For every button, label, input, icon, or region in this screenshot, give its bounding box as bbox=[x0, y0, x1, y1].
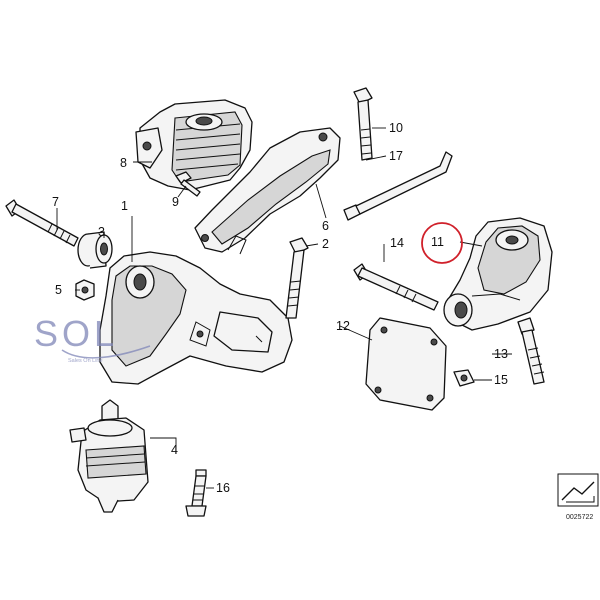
callout-2: 2 bbox=[322, 237, 329, 251]
callout-5: 5 bbox=[55, 283, 62, 297]
highlight-circle bbox=[421, 222, 463, 264]
part-5-nut bbox=[75, 279, 95, 301]
sol-watermark-logo: SOL Sales On Line bbox=[34, 313, 151, 364]
callout-17: 17 bbox=[389, 149, 403, 163]
part-16-bolt bbox=[185, 469, 207, 517]
callout-10: 10 bbox=[389, 121, 403, 135]
part-3-bushing bbox=[77, 231, 113, 269]
callout-6: 6 bbox=[322, 219, 329, 233]
drawing-number: 0025722 bbox=[566, 514, 593, 521]
callout-12: 12 bbox=[336, 319, 350, 333]
callout-9: 9 bbox=[172, 195, 179, 209]
callout-1: 1 bbox=[121, 199, 128, 213]
part-9-bolt bbox=[175, 171, 201, 197]
part-13-bolt bbox=[517, 317, 545, 385]
callout-14: 14 bbox=[390, 236, 404, 250]
part-17-rod bbox=[343, 151, 453, 221]
callout-15: 15 bbox=[494, 373, 508, 387]
callout-7: 7 bbox=[52, 195, 59, 209]
part-1-engine-bracket bbox=[99, 251, 293, 385]
part-6-bracket bbox=[194, 127, 341, 255]
watermark-text: SOL bbox=[34, 313, 118, 354]
callout-13: 13 bbox=[494, 347, 508, 361]
part-8-transmission-mount bbox=[135, 99, 253, 191]
part-15-bolt bbox=[453, 369, 475, 387]
part-14-bolt bbox=[353, 263, 439, 311]
part-10-bolt bbox=[353, 87, 373, 161]
part-2-bolt bbox=[285, 237, 309, 319]
part-12-plate bbox=[365, 317, 447, 411]
callout-4: 4 bbox=[171, 443, 178, 457]
part-4-engine-mount bbox=[69, 399, 149, 513]
part-7-bolt bbox=[5, 199, 79, 247]
callout-labels: 1 2 3 4 5 6 7 8 9 10 11 12 13 14 15 16 1… bbox=[52, 121, 508, 495]
part-11-torque-mount bbox=[443, 217, 553, 331]
callout-11: 11 bbox=[431, 235, 444, 249]
watermark-subtext: Sales On Line bbox=[68, 358, 103, 364]
orientation-symbol bbox=[557, 473, 599, 507]
callout-3: 3 bbox=[98, 225, 105, 239]
leader-lines bbox=[56, 127, 512, 489]
callout-8: 8 bbox=[120, 156, 127, 170]
callout-16: 16 bbox=[216, 481, 230, 495]
